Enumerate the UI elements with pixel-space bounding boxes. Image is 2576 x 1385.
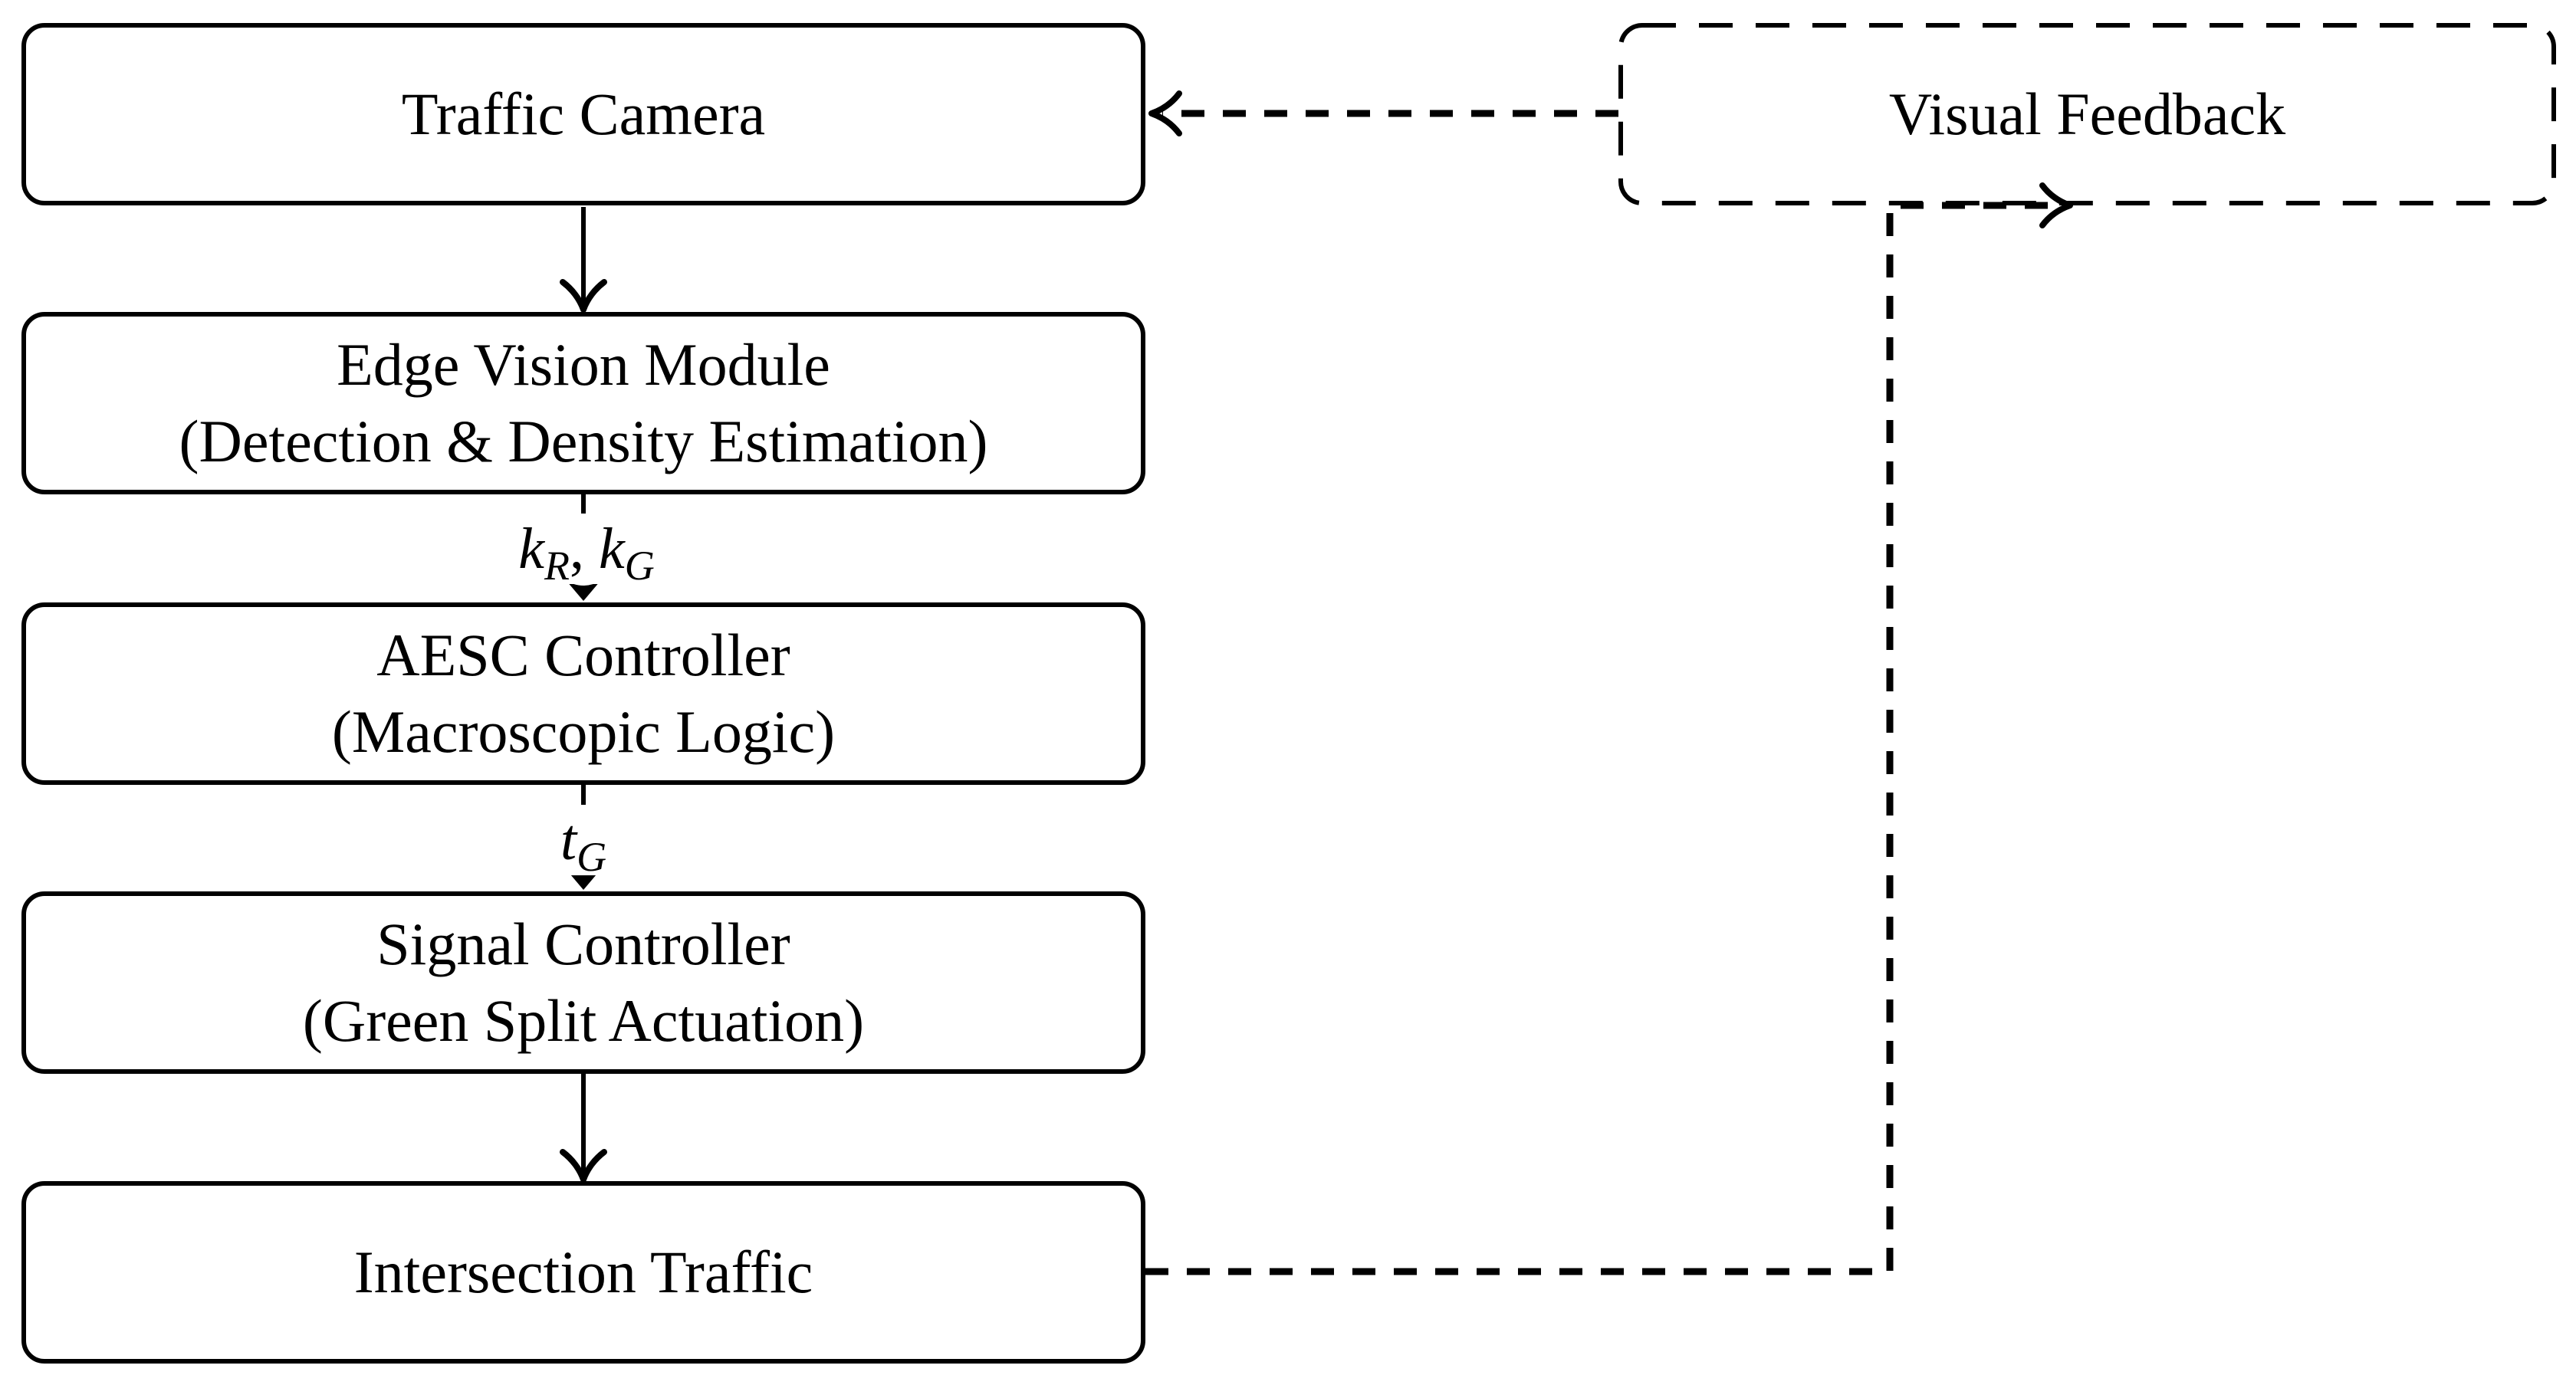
edge-label-densities: kR, kG: [508, 514, 665, 586]
node-aesc-controller: AESC Controller (Macroscopic Logic): [21, 602, 1145, 785]
node-label-line2: (Detection & Density Estimation): [179, 408, 988, 474]
node-label: Intersection Traffic: [353, 1239, 813, 1305]
math-var: t: [560, 808, 577, 872]
node-label-line1: Edge Vision Module: [337, 331, 830, 398]
node-visual-feedback: Visual Feedback: [1618, 23, 2556, 205]
visual-feedback-dashed-border: [1618, 23, 2556, 205]
dashed-path-intersection-to-feedback: [1145, 202, 2062, 1275]
arrowhead-vision-to-aesc-icon: [567, 581, 600, 601]
arrowhead-intersection-to-feedback-icon: [2039, 182, 2073, 228]
math-var: k: [518, 517, 544, 581]
math-subscript: G: [624, 543, 655, 589]
node-label-line1: AESC Controller: [376, 622, 790, 688]
arrowhead-signal-to-intersection-icon: [560, 1149, 607, 1183]
node-intersection-traffic: Intersection Traffic: [21, 1181, 1145, 1364]
math-subscript: R: [544, 543, 570, 589]
node-label-line2: (Macroscopic Logic): [331, 698, 836, 765]
arrowhead-camera-to-vision-icon: [560, 279, 607, 313]
node-signal-controller: Signal Controller (Green Split Actuation…: [21, 891, 1145, 1074]
node-traffic-camera: Traffic Camera: [21, 23, 1145, 205]
node-label-line2: (Green Split Actuation): [302, 987, 865, 1054]
node-label: Traffic Camera: [401, 80, 766, 147]
edge-label-green-time: tG: [549, 805, 618, 878]
node-edge-vision-module: Edge Vision Module (Detection & Density …: [21, 312, 1145, 494]
node-label-line1: Signal Controller: [376, 911, 790, 977]
math-var: k: [599, 517, 625, 581]
separator: ,: [570, 517, 599, 581]
arrowhead-feedback-to-camera-icon: [1148, 90, 1182, 136]
node-label: Visual Feedback: [1888, 80, 2286, 147]
math-subscript: G: [577, 834, 607, 881]
